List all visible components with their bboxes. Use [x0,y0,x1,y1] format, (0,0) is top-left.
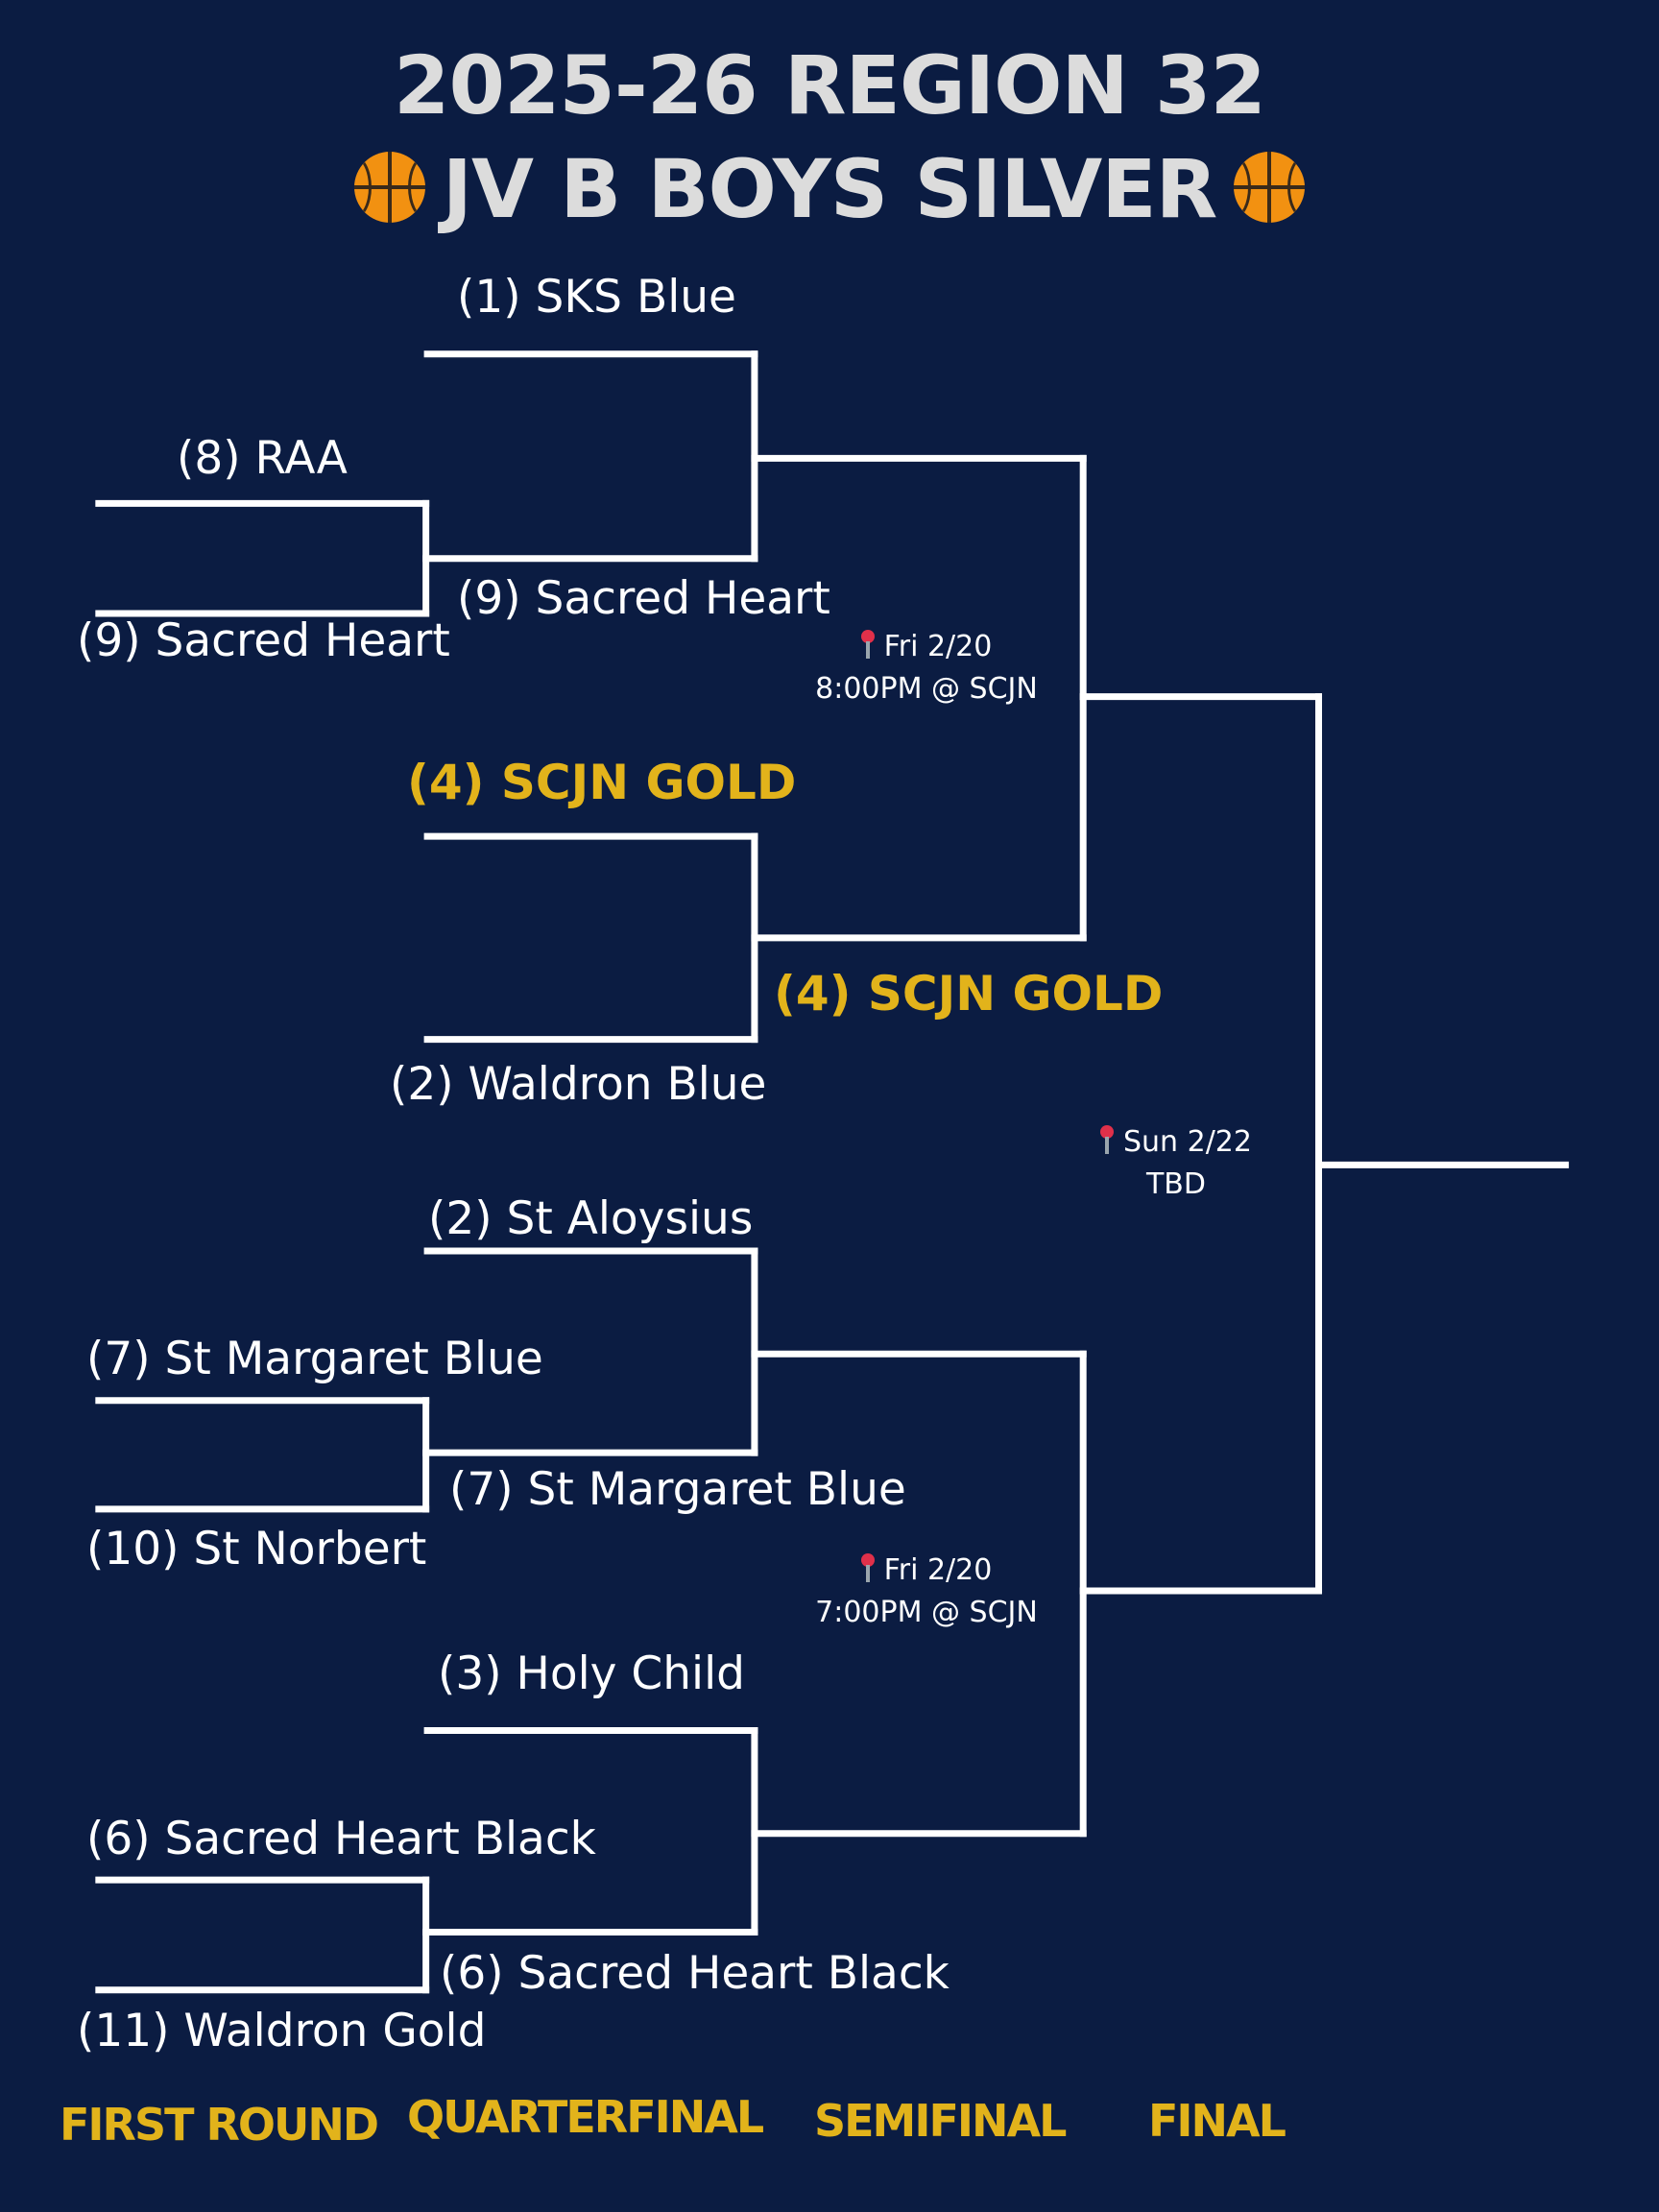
qf3-bottom-team: (7) St Margaret Blue [449,1463,906,1516]
qf1-top-team: (1) SKS Blue [457,271,736,324]
r1-3-bottom-team: (11) Waldron Gold [77,2005,487,2057]
r1-2-top-team: (7) St Margaret Blue [86,1333,543,1385]
location-pin-icon [860,629,875,659]
basketball-icon [353,152,425,224]
sf2-time: 7:00PM @ SCJN [815,1596,1038,1629]
location-pin-icon [1100,1124,1114,1154]
bracket-title-line1: 2025-26 REGION 32 [394,38,1266,132]
qf4-bottom-team: (6) Sacred Heart Black [440,1947,950,2000]
location-pin-icon [860,1552,875,1582]
final-time: TBD [1145,1167,1206,1201]
final-date: Sun 2/22 [1123,1125,1252,1159]
qf2-top-team: (4) SCJN GOLD [407,755,797,810]
r1-1-top-team: (8) RAA [177,432,348,485]
sf1-game-info: Fri 2/20 8:00PM @ SCJN [787,626,1066,710]
round-label-semifinal: SEMIFINAL [814,2095,1067,2147]
round-label-first-round: FIRST ROUND [60,2099,379,2151]
bracket-title-line2: JV B BOYS SILVER [0,142,1659,236]
round-label-final: FINAL [1148,2095,1286,2147]
sf1-bottom-team: (4) SCJN GOLD [774,966,1164,1022]
division-title: JV B BOYS SILVER [442,142,1218,236]
sf1-time: 8:00PM @ SCJN [815,672,1038,706]
r1-2-bottom-team: (10) St Norbert [86,1523,427,1575]
r1-3-top-team: (6) Sacred Heart Black [86,1813,596,1865]
r1-1-bottom-team: (9) Sacred Heart [77,614,450,667]
sf2-date: Fri 2/20 [883,1553,993,1587]
round-label-quarterfinal: QUARTERFINAL [407,2091,764,2143]
final-game-info: Sun 2/22 TBD [1075,1121,1277,1206]
qf4-top-team: (3) Holy Child [438,1647,745,1700]
sf2-game-info: Fri 2/20 7:00PM @ SCJN [787,1550,1066,1634]
qf3-top-team: (2) St Aloysius [428,1192,754,1245]
basketball-icon [1234,152,1306,224]
qf1-bottom-team: (9) Sacred Heart [457,572,830,625]
sf1-date: Fri 2/20 [883,630,993,663]
qf2-bottom-team: (2) Waldron Blue [390,1058,767,1111]
